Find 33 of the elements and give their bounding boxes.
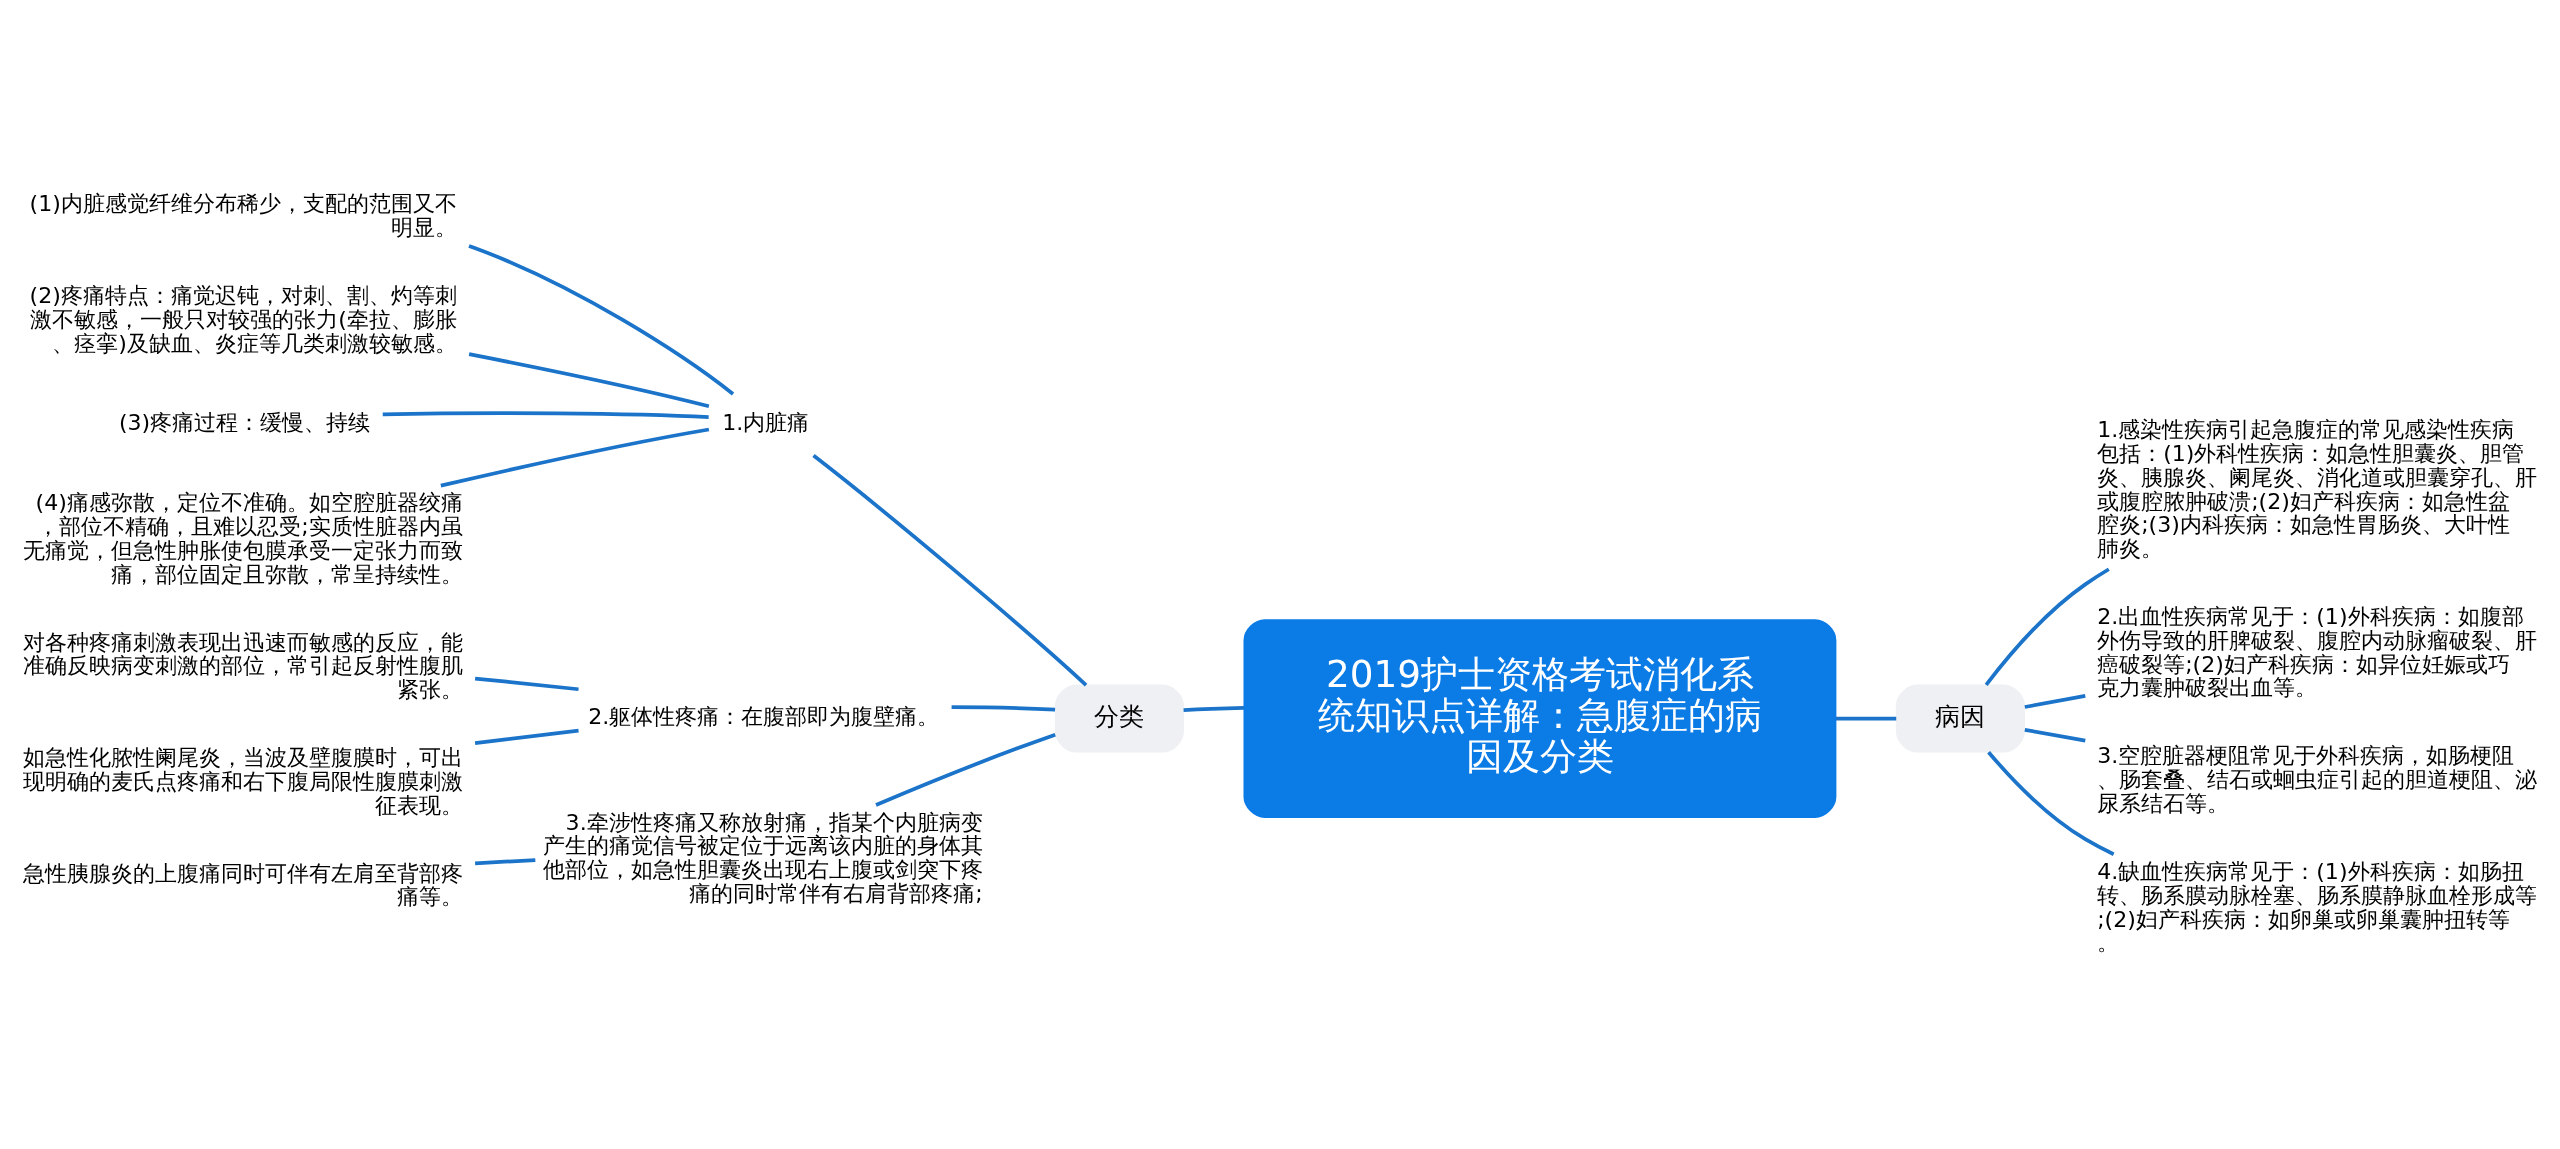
node-text: (3)疼痛过程：缓慢、持续	[118, 409, 371, 435]
connector	[440, 427, 710, 487]
node-box: 分类	[1054, 684, 1184, 753]
connector	[468, 351, 710, 408]
node-text: (1)内脏感觉纤维分布稀少，支配的范围又不明显。	[29, 190, 457, 240]
node-text: 3.空腔脏器梗阻常见于外科疾病，如肠梗阻、肠套叠、结石或蛔虫症引起的胆道梗阻、泌尿系结石等。	[2097, 742, 2538, 816]
connector	[468, 243, 735, 395]
connector	[812, 453, 1088, 686]
node-text: 4.缺血性疾病常见于：(1)外科疾病：如肠扭转、肠系膜动脉栓塞、肠系膜静脉血栓形成等;(2)妇产科疾病：如卵巢或卵巢囊肿扭转等。	[2097, 858, 2538, 955]
connector	[382, 410, 709, 419]
node-text: 急性胰腺炎的上腹痛同时可伴有左肩至背部疼痛等。	[22, 860, 463, 909]
node-text: 对各种疼痛刺激表现出迅速而敏感的反应，能准确反映病变刺激的部位，常引起反射性腹肌紧张。	[22, 629, 463, 702]
node-text: 2.出血性疾病常见于：(1)外科疾病：如腹部外伤导致的肝脾破裂、腹腔内动脉瘤破裂、肝癌破裂等;(2)妇产科疾病：如异位妊娠或巧克力囊肿破裂出血等。	[2097, 603, 2538, 700]
node-text: 如急性化脓性阑尾炎，当波及壁腹膜时，可出现明确的麦氏点疼痛和右下腹局限性腹膜刺激征表现。	[22, 744, 463, 818]
node-text: 3.牵涉性疼痛又称放射痛，指某个内脏病变产生的痛觉信号被定位于远离该内脏的身体其他部位，如急性胆囊炎出现右上腹或剑突下疼痛的同时常伴有右肩背部疼痛;	[542, 809, 983, 906]
node-text: 1.感染性疾病引起急腹症的常见感染性疾病包括：(1)外科性疾病：如急性胆囊炎、胆管炎、胰腺炎、阑尾炎、消化道或胆囊穿孔、肝或腹腔脓肿破溃;(2)妇产科疾病：如急性盆腔炎;(3)内科疾病：如急性胃肠炎、大叶性肺炎。	[2097, 416, 2538, 561]
connector	[2024, 727, 2086, 742]
connector	[1183, 705, 1245, 712]
connector	[875, 732, 1056, 807]
node-text: (2)疼痛特点：痛觉迟钝，对刺、割、灼等刺激不敏感，一般只对较强的张力(牵拉、膨胀、痉挛)及缺血、炎症等几类刺激较敏感。	[29, 282, 457, 356]
node-box: 2019护士资格考试消化系统知识点详解：急腹症的病因及分类	[1243, 618, 1837, 818]
node-box: 病因	[1895, 684, 2025, 753]
node-text: (4)痛感弥散，定位不准确。如空腔脏器绞痛，部位不精确，且难以忍受;实质性脏器内虽无痛觉，但急性肿胀使包膜承受一定张力而致痛，部位固定且弥散，常呈持续性。	[22, 489, 463, 587]
connector	[474, 676, 579, 691]
connector	[2024, 693, 2086, 709]
connector	[474, 857, 536, 865]
node-text: 2.躯体性疼痛：在腹部即为腹壁痛。	[588, 703, 940, 729]
connector	[1984, 567, 2110, 686]
node-text: 1.内脏痛	[722, 409, 810, 435]
connector	[1835, 716, 1897, 720]
connector	[951, 704, 1056, 711]
connector	[1987, 750, 2115, 856]
connector	[474, 728, 579, 745]
